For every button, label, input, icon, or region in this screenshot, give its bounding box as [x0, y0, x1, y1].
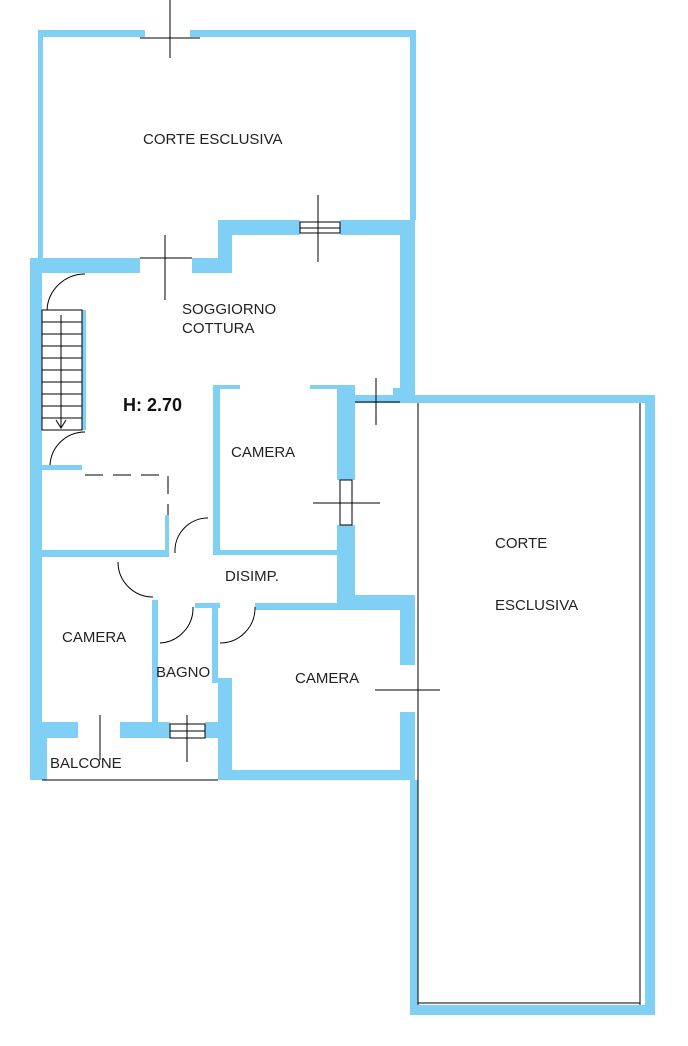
room-label-disimp: DISIMP.: [225, 568, 279, 585]
room-label-corte-top: CORTE ESCLUSIVA: [143, 131, 282, 148]
room-label-esclusiva-right: ESCLUSIVA: [495, 597, 578, 614]
room-label-camera-center: CAMERA: [231, 444, 295, 461]
walls: [30, 30, 655, 1015]
room-label-camera-right: CAMERA: [295, 670, 359, 687]
ceiling-height-label: H: 2.70: [123, 395, 182, 415]
room-label-balcone: BALCONE: [50, 755, 122, 772]
room-label-bagno: BAGNO: [156, 664, 210, 681]
room-label-cottura: COTTURA: [182, 320, 255, 337]
linework: [41, 0, 641, 1005]
room-label-corte-right: CORTE: [495, 535, 547, 552]
stair-treads: [42, 315, 82, 429]
room-label-camera-left: CAMERA: [62, 629, 126, 646]
room-label-soggiorno: SOGGIORNO: [182, 301, 276, 318]
labels: CORTE ESCLUSIVA SOGGIORNO COTTURA H: 2.7…: [50, 131, 578, 772]
